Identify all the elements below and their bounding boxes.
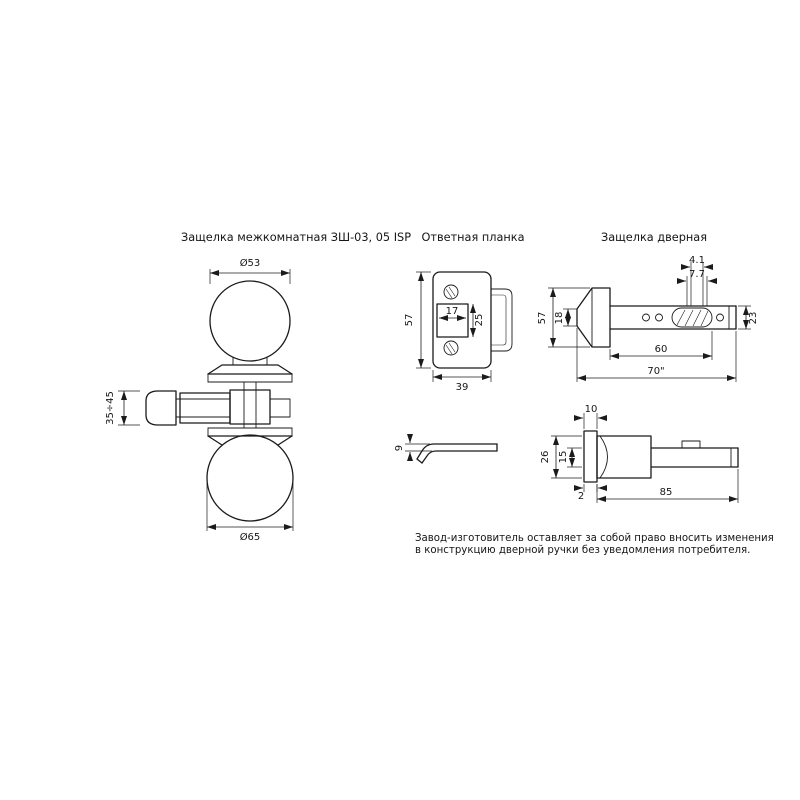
latch-side-view: 10 26 15 2 85 [540,404,739,503]
strike-section-title: Ответная планка [421,231,524,244]
latch-faceplate [583,430,598,483]
latch-section-title: Защелка дверная [601,231,707,244]
dim-latch2-front-width: 10 [585,404,598,415]
dim-strike-width: 39 [456,382,469,393]
dim-latch-slot-a: 4.1 [689,255,705,266]
dim-knob-backset-range: 35÷45 [105,391,116,425]
dim-latch2-body-height: 15 [558,451,569,464]
knob-section-title: Защелка межкомнатная ЗШ-03, 05 ISP [181,231,411,244]
latch-pin-hole-3 [716,313,724,322]
dim-latch-slot-b: 7.7 [689,269,705,280]
knob-bottom [206,434,294,522]
manufacturer-note-line2: в конструкцию дверной ручки без уведомле… [415,545,750,556]
strike-plate-view: 17 25 57 39 [404,271,513,393]
latch-tab [681,440,701,449]
knob-hub [229,389,271,425]
knob-top [209,280,291,362]
knob-assembly-view: Ø53 35÷45 Ø65 [105,257,294,543]
strike-plate-side-view: 9 [394,434,498,464]
dim-latch-backset: 60 [655,344,668,355]
dim-latch-head-height: 57 [537,312,548,325]
latch-slot [671,307,713,328]
dim-latch-overall: 70" [647,366,664,377]
dim-latch-body-height: 23 [748,312,759,325]
dim-latch2-length: 85 [660,487,673,498]
dim-strike-hole-height: 25 [474,314,485,327]
dim-latch2-plate-thickness: 2 [578,491,584,502]
dim-knob-top-diameter: Ø53 [240,257,261,269]
dim-knob-bottom-diameter: Ø65 [240,531,261,543]
dim-latch2-head-height: 26 [540,451,551,464]
latch-head [576,287,611,348]
dim-strike-height: 57 [404,314,415,327]
strike-plate-body [432,271,492,369]
latch-head-side [596,435,652,479]
dim-latch-face-height: 18 [554,312,565,325]
latch-pin-hole-2 [655,313,663,322]
dim-strike-hole-width: 17 [446,306,459,317]
dim-strike-thickness: 9 [394,445,405,451]
manufacturer-note-line1: Завод-изготовитель оставляет за собой пр… [415,533,774,544]
manufacturer-note: Завод-изготовитель оставляет за собой пр… [415,533,774,556]
strike-opening [436,303,469,338]
latch-pin-hole-1 [642,313,650,322]
strike-screw-hole-top [443,284,459,300]
latch-top-view: 57 18 23 4.1 7.7 60 70" [537,255,759,382]
strike-screw-hole-bottom [443,340,459,356]
knob-latch-bolt [145,390,177,426]
